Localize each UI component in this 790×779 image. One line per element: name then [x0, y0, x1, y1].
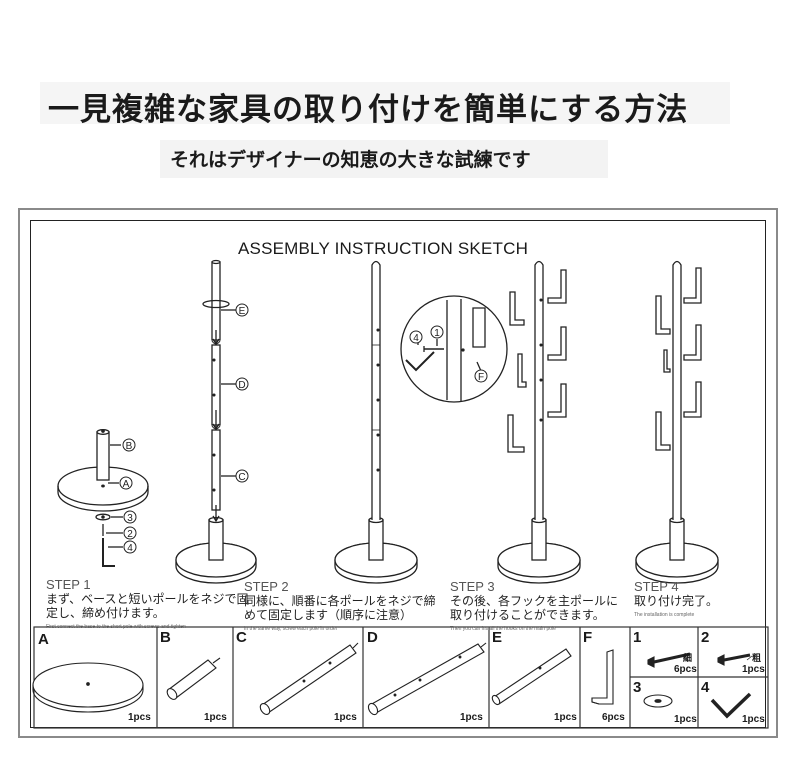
- instruction-outer-frame: [18, 208, 778, 738]
- part-a-qty: 1pcs: [128, 712, 151, 723]
- part-3-label: 3: [633, 679, 642, 696]
- step-2-label: STEP 2: [244, 579, 289, 594]
- callout-2: 2: [127, 529, 133, 540]
- callout-e: E: [239, 306, 246, 317]
- callout-f: F: [478, 372, 484, 383]
- part-d-qty: 1pcs: [460, 712, 483, 723]
- callout-d: D: [238, 380, 245, 391]
- assembled-pole-illustration: [334, 260, 418, 584]
- callout-b: B: [126, 441, 133, 452]
- step-2-english: In the same way, screw each pole in orde…: [244, 626, 338, 632]
- part-e-qty: 1pcs: [554, 712, 577, 723]
- callout-3: 3: [127, 513, 133, 524]
- step-4-line1: 取り付け完了。: [634, 594, 719, 608]
- step-3-line2: 取り付けることができます。: [450, 608, 605, 622]
- step-3-line1: その後、各フックを主ポールに: [450, 594, 619, 608]
- sketch-title: ASSEMBLY INSTRUCTION SKETCH: [238, 239, 529, 258]
- part-f-qty: 6pcs: [602, 712, 625, 723]
- part-b-qty: 1pcs: [204, 712, 227, 723]
- step3-illustration: [400, 260, 581, 584]
- part-b-label: B: [160, 629, 171, 646]
- callout-1: 1: [434, 328, 440, 339]
- part-3-qty: 1pcs: [674, 714, 697, 725]
- callout-4: 4: [127, 543, 133, 554]
- part-1-note: 細: [683, 654, 693, 664]
- part-f-label: F: [583, 629, 593, 646]
- headline-banner: 一見複雑な家具の取り付けを簡単にする方法: [40, 82, 730, 128]
- page-title: 一見複雑な家具の取り付けを簡単にする方法: [48, 92, 689, 128]
- step-1-label: STEP 1: [46, 577, 91, 592]
- part-2-label: 2: [701, 629, 710, 646]
- step-1-text: STEP 1 まず、ベースと短いポールをネジで固 定し、締め付けます。 Firs…: [46, 578, 249, 634]
- step-2-line2: めて固定します（順序に注意）: [244, 608, 413, 622]
- step-4-text: STEP 4 取り付け完了。 The installation is compl…: [634, 580, 718, 622]
- step4-illustration: [635, 260, 719, 584]
- step-2-text: STEP 2 同様に、順番に各ポールをネジで締 めて固定します（順序に注意） I…: [244, 580, 436, 636]
- part-c-qty: 1pcs: [334, 712, 357, 723]
- step-1-english: First connect the base to the short pole…: [46, 624, 186, 630]
- parts-table: [33, 626, 769, 729]
- step1-illustration: [57, 429, 149, 567]
- part-1-label: 1: [633, 629, 642, 646]
- parts-illustrations: [32, 642, 752, 719]
- part-e-label: E: [492, 629, 503, 646]
- step-3-text: STEP 3 その後、各フックを主ポールに 取り付けることができます。 Then…: [450, 580, 618, 636]
- callout-4-step3: 4: [413, 333, 419, 344]
- parts-leaders: [681, 655, 753, 661]
- subtitle-banner: それはデザイナーの知恵の大きな試練です: [160, 140, 608, 178]
- part-2-note: 粗: [752, 654, 762, 664]
- step-1-line1: まず、ベースと短いポールをネジで固: [46, 592, 249, 606]
- page-subtitle: それはデザイナーの知恵の大きな試練です: [170, 149, 531, 171]
- callout-a: A: [123, 479, 130, 490]
- part-4-label: 4: [701, 679, 710, 696]
- step-4-english: The installation is complete: [634, 612, 695, 618]
- step2-illustration: [175, 259, 257, 584]
- part-2-qty: 1pcs: [742, 664, 765, 675]
- step-3-english: Then you can install the hooks on the ma…: [450, 626, 556, 632]
- step-4-label: STEP 4: [634, 579, 679, 594]
- callout-c: C: [238, 472, 245, 483]
- part-1-qty: 6pcs: [674, 664, 697, 675]
- step-1-line2: 定し、締め付けます。: [46, 606, 165, 620]
- step-3-label: STEP 3: [450, 579, 495, 594]
- step-2-line1: 同様に、順番に各ポールをネジで締: [244, 594, 436, 608]
- part-a-label: A: [38, 631, 49, 648]
- part-d-label: D: [367, 629, 378, 646]
- part-4-qty: 1pcs: [742, 714, 765, 725]
- part-c-label: C: [236, 629, 247, 646]
